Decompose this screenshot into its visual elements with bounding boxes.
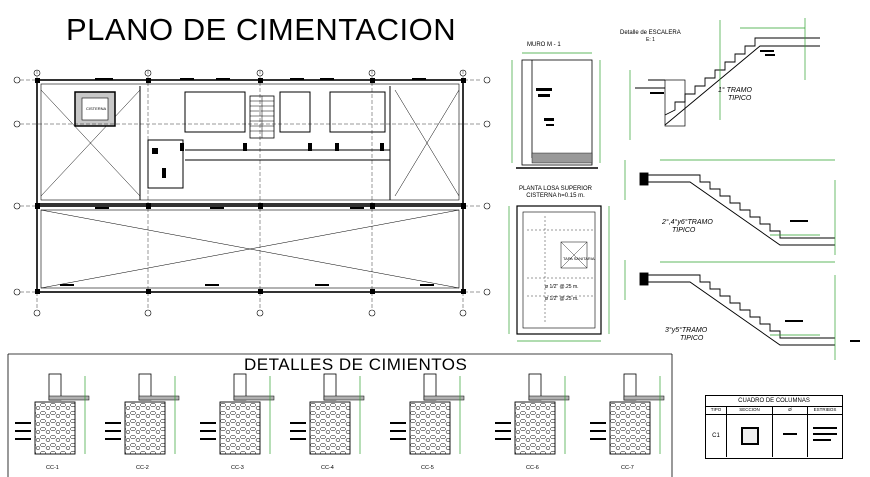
footing-cc-1 (15, 373, 90, 455)
col-header-seccion: SECCION (727, 406, 773, 415)
column-section-symbol (741, 427, 759, 445)
stair-tramo-1 (635, 37, 820, 127)
rebar-label-2: ø 1/2" @.25 m. (545, 296, 579, 302)
footing-label: CC-3 (231, 465, 244, 471)
footing-cc-7 (590, 373, 665, 455)
muro-detail (511, 52, 601, 169)
footing-label: CC-4 (321, 465, 334, 471)
footing-label: CC-5 (421, 465, 434, 471)
col-diameter-cell (773, 415, 808, 457)
footing-label: CC-2 (136, 465, 149, 471)
tramo-1-label: 1° TRAMO (718, 87, 752, 94)
escalera-scale: E: 1 (646, 37, 655, 43)
footing-cc-2 (105, 373, 180, 455)
footing-cc-6 (495, 373, 570, 455)
cimientos-details (15, 373, 665, 455)
tramo-1-sub: TIPICO (728, 95, 752, 102)
page-title: PLANO DE CIMENTACION (66, 12, 457, 47)
cisterna-label: CISTERNA (86, 106, 107, 111)
columnas-table: CUADRO DE COLUMNAS TIPO SECCION Ø ESTRIB… (705, 395, 843, 459)
stair-details (624, 18, 860, 360)
col-header-tipo: TIPO (706, 406, 727, 415)
cimientos-title: DETALLES DE CIMIENTOS (244, 355, 468, 374)
col-row-tipo: C1 (706, 415, 727, 457)
tramo-2-label: 2°,4°y6°TRAMO (662, 219, 713, 226)
planta-losa-title-2: CISTERNA h=0.15 m. (526, 193, 585, 199)
footing-label: CC-6 (526, 465, 539, 471)
tramo-2-sub: TIPICO (672, 227, 696, 234)
stair-tramo-2 (639, 172, 835, 246)
muro-title: MURO M - 1 (527, 42, 561, 48)
footing-label: CC-1 (46, 465, 59, 471)
footing-cc-5 (390, 373, 465, 455)
footing-label: CC-7 (621, 465, 634, 471)
tapa-label: TAPA SANITARIA (563, 256, 595, 261)
col-header-estribos: ESTRIBOS (808, 406, 842, 415)
columnas-title: CUADRO DE COLUMNAS (706, 396, 842, 407)
col-header-diametro: Ø (773, 406, 808, 415)
rebar-label-1: ø 1/2" @.25 m. (545, 284, 579, 290)
planta-losa-drawing (508, 205, 610, 342)
stair-tramo-3 (639, 272, 835, 346)
planta-losa-title-1: PLANTA LOSA SUPERIOR (519, 186, 592, 192)
col-stirrup-cell (808, 415, 842, 457)
tramo-3-sub: TIPICO (680, 335, 704, 342)
tramo-3-label: 3°y5°TRAMO (665, 327, 708, 334)
footing-cc-4 (290, 373, 365, 455)
col-section-cell (727, 415, 773, 457)
escalera-title: Detalle de ESCALERA (620, 30, 681, 36)
footing-cc-3 (200, 373, 275, 455)
